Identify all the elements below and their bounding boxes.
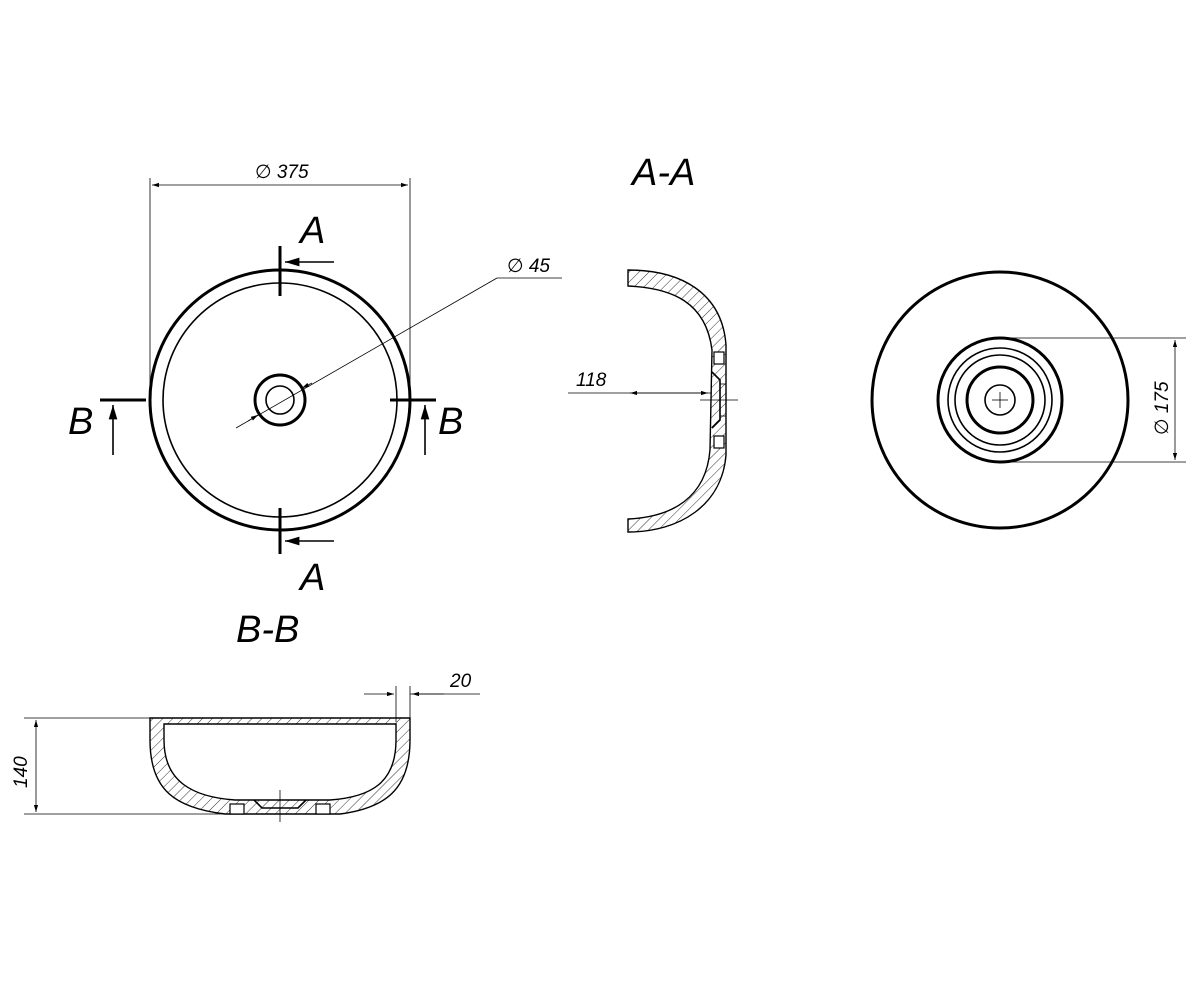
depth-118-label: 118	[576, 370, 607, 391]
diameter-175-label: ∅ 175	[1152, 381, 1173, 435]
section-b-left-marker: B	[68, 398, 146, 455]
section-b-right-marker: B	[390, 398, 463, 455]
bottom-drain-inner	[984, 384, 1016, 416]
section-bb-title: B-B	[236, 609, 299, 651]
height-140-label: 140	[11, 756, 32, 788]
section-a-bottom-label: A	[298, 557, 325, 599]
bottom-drain-outer	[965, 365, 1035, 435]
basin-outer-rim	[148, 268, 412, 532]
section-a-top-marker: A	[278, 210, 334, 296]
section-bb-boss-left	[229, 803, 245, 815]
section-bb: B-B 20 140	[11, 609, 480, 822]
drain-45-label: ∅ 45	[507, 256, 550, 277]
section-b-left-label: B	[68, 401, 93, 443]
section-bb-wall	[149, 717, 411, 815]
bottom-outer-circle	[870, 270, 1130, 530]
drain-45-dimension: ∅ 45	[235, 256, 562, 429]
drain-outer-circle	[253, 373, 307, 427]
section-aa-title: A-A	[630, 152, 695, 194]
diameter-375-dimension: ∅ 375	[149, 162, 411, 400]
section-bb-boss-right	[315, 803, 331, 815]
height-140-dimension: 140	[11, 717, 225, 815]
bottom-view: ∅ 175	[870, 270, 1186, 530]
section-b-right-label: B	[438, 401, 463, 443]
section-aa: A-A 118	[568, 152, 738, 533]
depth-118-dimension: 118	[568, 370, 712, 396]
section-aa-drain-boss-bottom	[713, 435, 725, 449]
wall-20-label: 20	[449, 671, 472, 692]
section-aa-drain-boss-top	[713, 351, 725, 365]
basin-inner-rim	[162, 282, 398, 518]
diameter-375-label: ∅ 375	[255, 162, 309, 183]
top-view: ∅ 375 ∅ 45 A A B B	[68, 162, 562, 599]
drain-inner-circle	[265, 385, 295, 415]
bottom-foot-ring-inner	[947, 347, 1053, 453]
section-aa-wall	[627, 269, 727, 533]
section-a-bottom-marker: A	[278, 508, 334, 599]
diameter-175-dimension: ∅ 175	[1000, 337, 1186, 463]
bottom-foot-ring-3	[954, 354, 1046, 446]
wall-20-dimension: 20	[364, 671, 480, 722]
section-a-top-label: A	[298, 210, 325, 252]
